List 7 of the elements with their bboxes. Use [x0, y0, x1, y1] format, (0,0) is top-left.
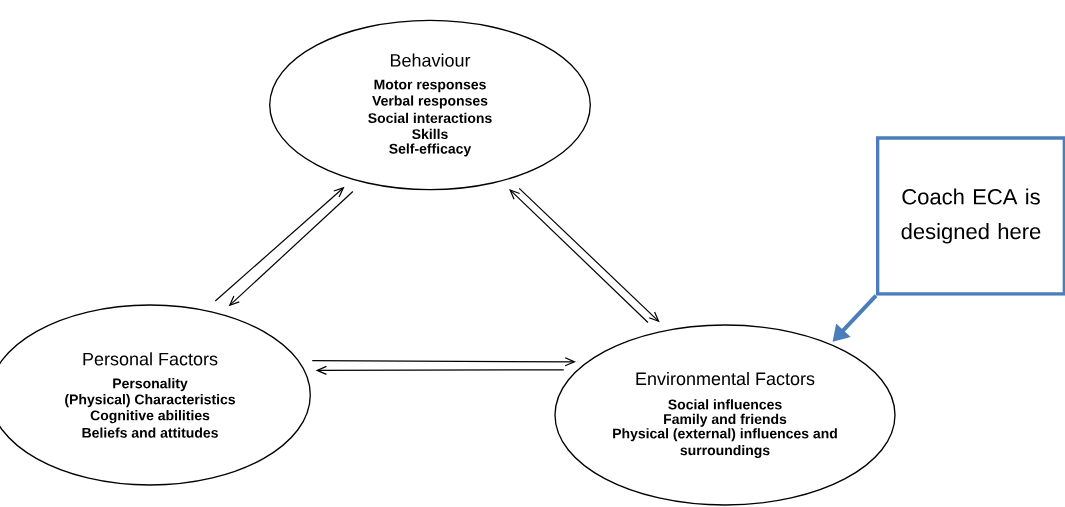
arrow: [214, 186, 345, 302]
ellipse-node: Behaviour Motor responses Verbal responses Social interactions Skills Self-efficacy: [269, 19, 591, 191]
arrow: [315, 365, 565, 375]
ellipse-node: Environmental Factors Social influences Family and friends Physical (external) influences and surroundings: [554, 324, 896, 506]
arrow: [311, 357, 576, 367]
callout-box: Coach ECA is designed here: [876, 136, 1065, 296]
arrow: [228, 190, 354, 307]
